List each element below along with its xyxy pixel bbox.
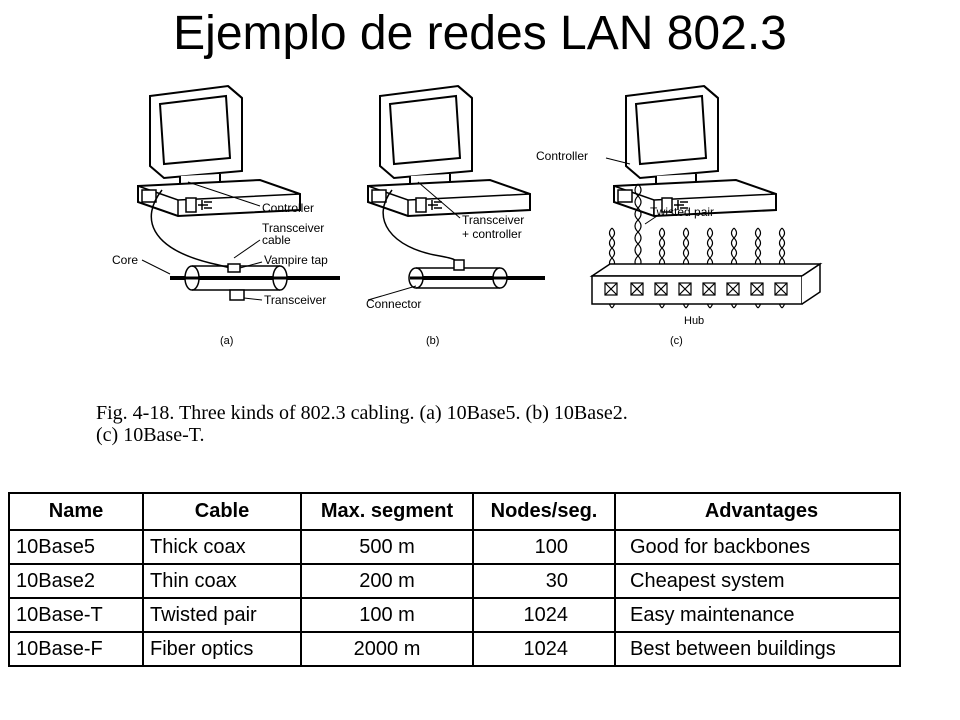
- label-controller-c: Controller: [536, 149, 588, 163]
- cell-nodes: 1024: [472, 597, 616, 633]
- label-sub-b: (b): [426, 335, 439, 347]
- label-transceiver-controller-2: + controller: [462, 227, 522, 241]
- cell-max-segment: 500 m: [300, 529, 474, 565]
- label-vampire-tap: Vampire tap: [264, 253, 328, 267]
- cell-cable: Fiber optics: [142, 631, 302, 667]
- cell-name: 10Base-F: [8, 631, 144, 667]
- cell-max-segment: 2000 m: [300, 631, 474, 667]
- column-header-advantages: Advantages: [614, 492, 901, 531]
- column-header-nodes-per-segment: Nodes/seg.: [472, 492, 616, 531]
- column-header-name: Name: [8, 492, 144, 531]
- cell-max-segment: 200 m: [300, 563, 474, 599]
- label-sub-c: (c): [670, 335, 683, 347]
- table-row: 10Base-T Twisted pair 100 m 1024 Easy ma…: [8, 597, 901, 633]
- label-twisted-pair: Twisted pair: [650, 205, 714, 219]
- slide-title: Ejemplo de redes LAN 802.3: [173, 7, 787, 60]
- cell-name: 10Base2: [8, 563, 144, 599]
- figure-caption: Fig. 4-18. Three kinds of 802.3 cabling.…: [96, 402, 876, 446]
- table-header-row: Name Cable Max. segment Nodes/seg. Advan…: [8, 492, 901, 531]
- cell-advantages: Easy maintenance: [614, 597, 901, 633]
- label-transceiver-a: Transceiver: [264, 293, 326, 307]
- cell-name: 10Base5: [8, 529, 144, 565]
- cell-cable: Thick coax: [142, 529, 302, 565]
- cell-max-segment: 100 m: [300, 597, 474, 633]
- cell-nodes: 1024: [472, 631, 616, 667]
- cell-nodes: 30: [472, 563, 616, 599]
- label-controller-a: Controller: [262, 201, 314, 215]
- label-connector: Connector: [366, 297, 421, 311]
- cell-advantages: Best between buildings: [614, 631, 901, 667]
- label-transceiver-cable-a-2: cable: [262, 233, 291, 247]
- panel-c-diagram: [589, 85, 823, 309]
- table-row: 10Base2 Thin coax 200 m 30 Cheapest syst…: [8, 563, 901, 599]
- cell-nodes: 100: [472, 529, 616, 565]
- cell-advantages: Cheapest system: [614, 563, 901, 599]
- cell-name: 10Base-T: [8, 597, 144, 633]
- label-transceiver-cable-a: Transceiver: [262, 221, 324, 235]
- column-header-cable: Cable: [142, 492, 302, 531]
- figure-caption-line-1: Fig. 4-18. Three kinds of 802.3 cabling.…: [96, 402, 628, 424]
- cabling-comparison-table: Name Cable Max. segment Nodes/seg. Advan…: [8, 492, 901, 667]
- label-sub-a: (a): [220, 335, 233, 347]
- table-row: 10Base5 Thick coax 500 m 100 Good for ba…: [8, 529, 901, 565]
- cabling-figure: Controller Transceiver cable Vampire tap…: [112, 85, 823, 347]
- cell-cable: Thin coax: [142, 563, 302, 599]
- panel-a-diagram: [137, 85, 340, 301]
- figure-caption-line-2: (c) 10Base-T.: [96, 424, 205, 446]
- label-hub: Hub: [684, 315, 704, 327]
- label-transceiver-controller: Transceiver: [462, 213, 524, 227]
- column-header-max-segment: Max. segment: [300, 492, 474, 531]
- panel-b-diagram: [367, 85, 545, 301]
- cell-advantages: Good for backbones: [614, 529, 901, 565]
- table-row: 10Base-F Fiber optics 2000 m 1024 Best b…: [8, 631, 901, 667]
- cell-cable: Twisted pair: [142, 597, 302, 633]
- label-core: Core: [112, 253, 138, 267]
